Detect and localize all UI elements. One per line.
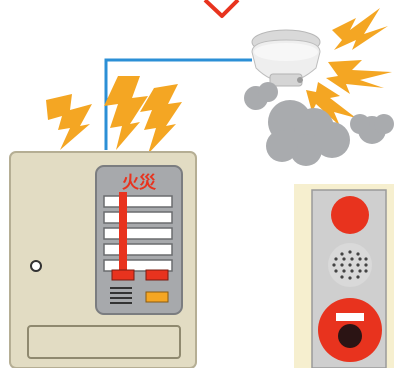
alarm-lamp-right [146, 270, 168, 280]
push-button-label-plate [336, 313, 364, 321]
zone-indicator-rows [104, 196, 172, 271]
panel-lower-slot [28, 326, 180, 358]
fire-alarm-control-panel: 火災 [10, 152, 196, 368]
alarm-lamp-icon [331, 196, 369, 234]
smoke-detector [252, 30, 320, 86]
detector-lightning-icons [306, 8, 392, 126]
door-lock-icon [31, 261, 41, 271]
push-button-icon [338, 324, 362, 348]
status-lamp-orange [146, 292, 168, 302]
alarm-lamp-left [112, 270, 134, 280]
panel-label: 火災 [122, 173, 157, 193]
top-red-mark [205, 0, 238, 16]
manual-call-point [294, 184, 394, 368]
panel-lightning-icons [46, 76, 182, 154]
detector-led-icon [297, 77, 303, 83]
zone-alarm-strip [119, 192, 127, 274]
